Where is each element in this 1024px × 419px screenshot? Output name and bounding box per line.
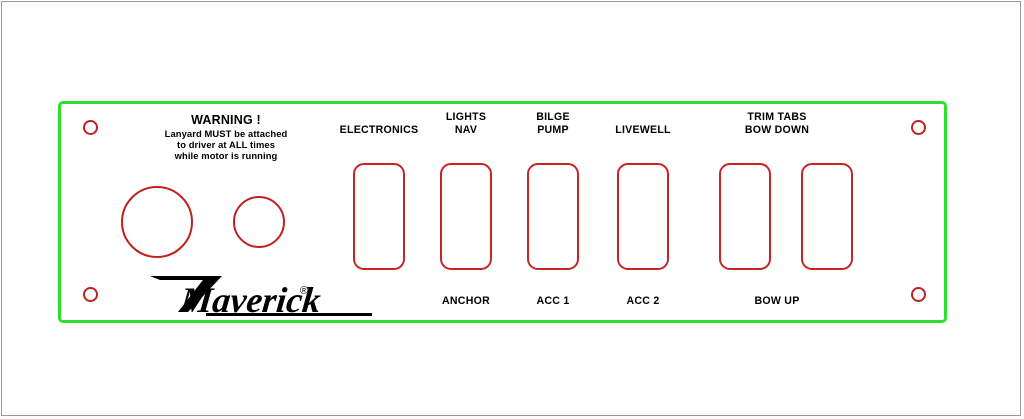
switch-label-trim-tabs: TRIM TABS BOW DOWN: [713, 111, 841, 136]
switch-cutout-livewell[interactable]: [617, 163, 669, 270]
switch-label-lights-nav: LIGHTS NAV: [426, 111, 506, 136]
svg-text:Maverick: Maverick: [178, 280, 323, 318]
warning-text-block: WARNING ! Lanyard MUST be attached to dr…: [132, 113, 320, 162]
panel-outline: [58, 101, 947, 323]
label-line: LIGHTS: [445, 111, 487, 123]
switch-label-acc-2: ACC 2: [626, 295, 660, 307]
maverick-brand-logo: Maverick ®: [148, 268, 373, 318]
warning-body: Lanyard MUST be attached to driver at AL…: [132, 128, 320, 162]
label-line: ELECTRONICS: [339, 124, 419, 136]
switch-label-bow-up: BOW UP: [754, 295, 800, 307]
ignition-switch-cutout: [121, 186, 193, 258]
mounting-hole-top-right: [911, 120, 926, 135]
switch-cutout-trim-bow-up[interactable]: [801, 163, 853, 270]
label-line: PUMP: [537, 123, 569, 136]
switch-cutout-bilge-pump[interactable]: [527, 163, 579, 270]
warning-title: WARNING !: [191, 113, 261, 127]
switch-label-bilge-pump: BILGE PUMP: [513, 111, 593, 136]
warning-line-1: Lanyard MUST be attached: [164, 128, 288, 139]
label-line: BILGE: [536, 111, 570, 123]
switch-cutout-electronics[interactable]: [353, 163, 405, 270]
mounting-hole-bottom-left: [83, 287, 98, 302]
switch-cutout-trim-bow-down[interactable]: [719, 163, 771, 270]
lanyard-switch-cutout: [233, 196, 285, 248]
switch-label-electronics: ELECTRONICS: [321, 124, 437, 137]
label-line: NAV: [454, 123, 478, 136]
mounting-hole-bottom-right: [911, 287, 926, 302]
switch-cutout-lights-nav[interactable]: [440, 163, 492, 270]
warning-line-2: to driver at ALL times: [176, 139, 276, 151]
svg-text:®: ®: [300, 285, 308, 297]
switch-label-anchor: ANCHOR: [442, 295, 490, 307]
mounting-hole-top-left: [83, 120, 98, 135]
label-line: BOW DOWN: [744, 123, 810, 136]
label-line: LIVEWELL: [615, 124, 671, 136]
switch-label-acc-1: ACC 1: [536, 295, 570, 307]
label-line: TRIM TABS: [747, 111, 807, 123]
warning-line-3: while motor is running: [174, 150, 278, 162]
switch-label-livewell: LIVEWELL: [597, 124, 689, 137]
